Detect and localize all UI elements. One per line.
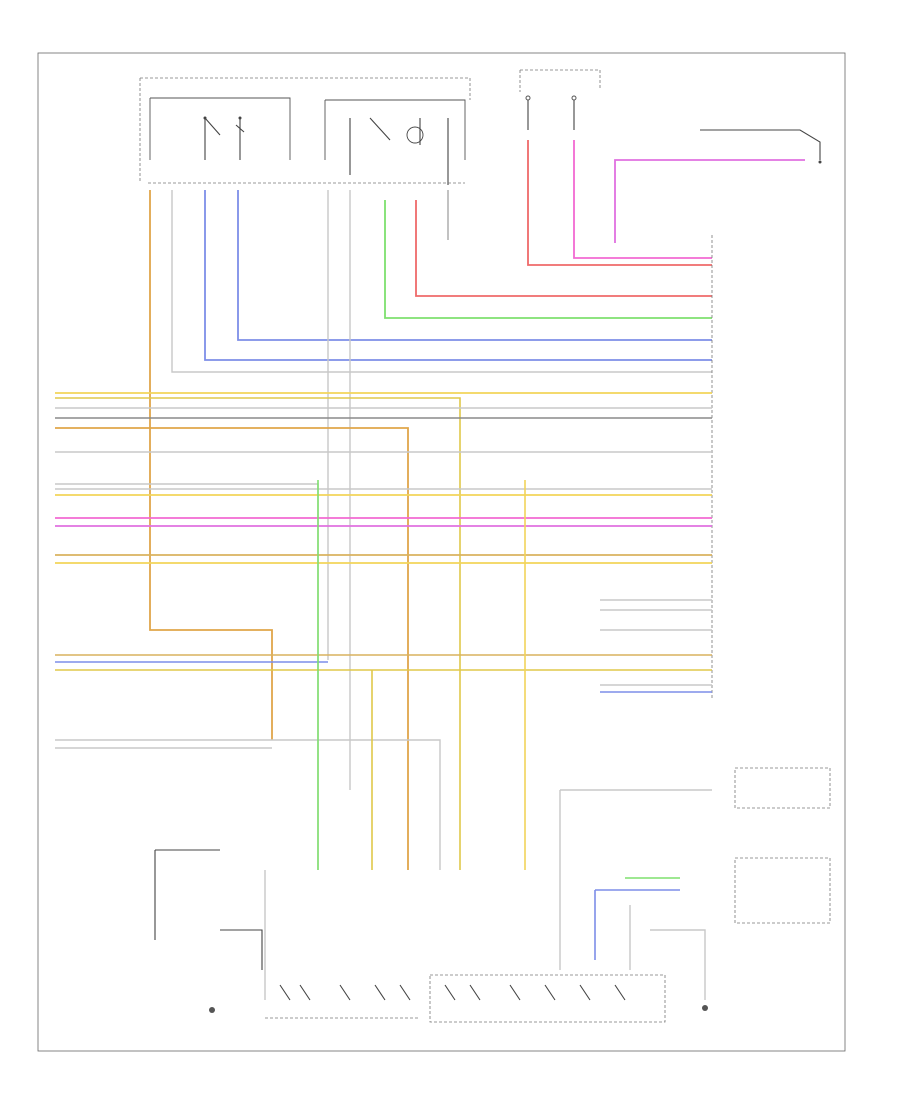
wire-harness-top (149, 140, 805, 790)
power-window-switch (734, 857, 831, 924)
exterior-liftgate-switch (734, 767, 831, 809)
child-security-lock-block (324, 99, 466, 185)
passenger-door-latch-assembly (264, 870, 420, 1019)
wire-harness-lower (317, 480, 712, 1000)
passenger-splice-pack (154, 849, 263, 1013)
left-rear-liftgate-switch (700, 129, 822, 164)
diagram-frame (37, 52, 846, 1052)
driver-door-latch-assembly (429, 974, 666, 1023)
left-rear-door-latch-block (139, 77, 471, 182)
horizontal-bus-wires (55, 392, 712, 870)
driver-splice-pack (702, 1005, 708, 1011)
fuse-block (519, 69, 601, 130)
